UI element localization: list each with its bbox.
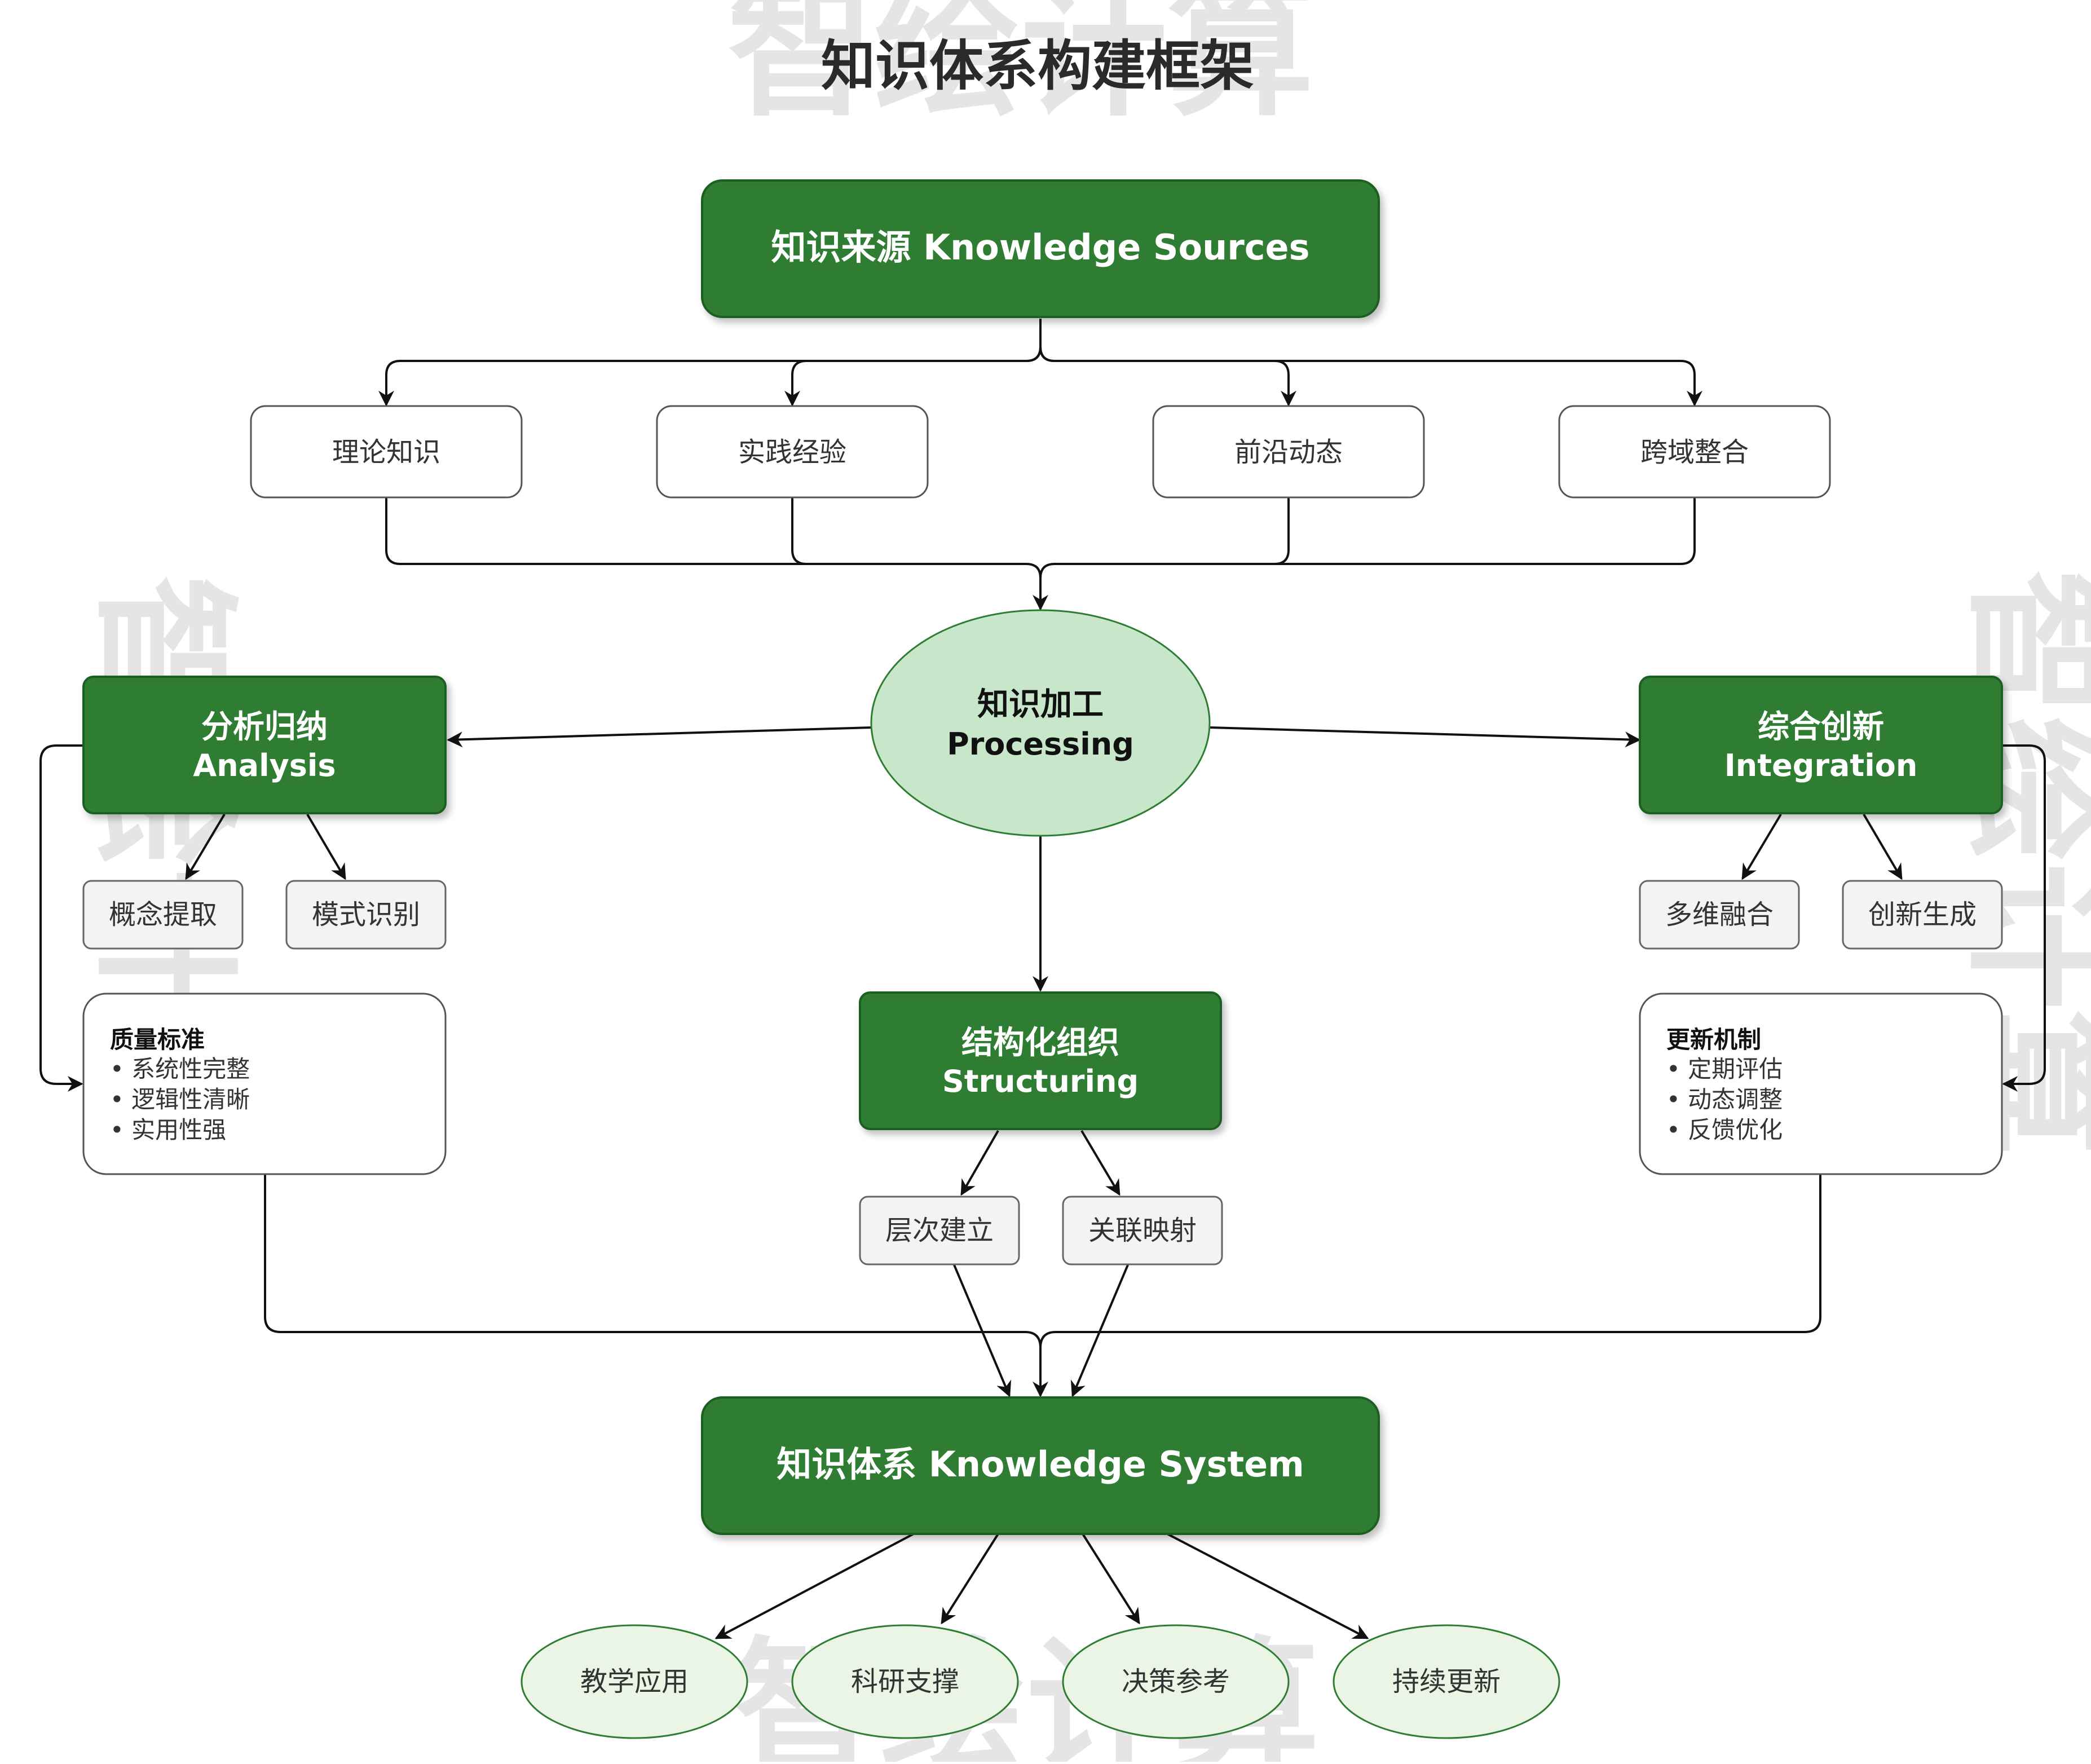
source-item-practice-box[interactable] <box>656 405 929 499</box>
processing-node[interactable]: 知识加工 Processing <box>870 609 1211 837</box>
analysis-pattern-box[interactable] <box>285 880 447 950</box>
structuring-hierarchy-box[interactable] <box>859 1196 1020 1265</box>
system-box[interactable] <box>701 1396 1380 1535</box>
source-item-crossdomain: 跨域整合 <box>1640 436 1749 468</box>
sources-title: 知识来源 Knowledge Sources <box>771 227 1309 268</box>
source-items: 理论知识 实践经验 前沿动态 跨域整合 <box>250 405 1831 499</box>
analysis-label-en: Analysis <box>193 748 336 783</box>
analysis-node[interactable]: 分析归纳 Analysis <box>82 676 447 814</box>
update-mechanism-item: • 反馈优化 <box>1666 1116 1783 1144</box>
connector-crossdomain-processing <box>1055 497 1696 565</box>
processing-label-cn: 知识加工 <box>977 686 1104 723</box>
integration-label-cn: 综合创新 <box>1758 709 1884 746</box>
quality-standards-item: • 实用性强 <box>110 1116 226 1144</box>
update-mechanism-node: 更新机制 • 定期评估 • 动态调整 • 反馈优化 <box>1639 993 2003 1175</box>
sources-node[interactable]: 知识来源 Knowledge Sources <box>701 179 1380 318</box>
quality-standards-box[interactable] <box>82 993 447 1175</box>
output-decision: 决策参考 <box>1122 1666 1230 1697</box>
system-node[interactable]: 知识体系 Knowledge System <box>701 1396 1380 1535</box>
structuring-box[interactable] <box>859 991 1222 1130</box>
quality-standards-item: • 逻辑性清晰 <box>110 1086 250 1113</box>
connector-system-decision <box>1082 1533 1140 1625</box>
connector-update-system <box>1039 1174 1821 1348</box>
connector-mapping-system <box>1070 1264 1129 1397</box>
structuring-label-cn: 结构化组织 <box>961 1025 1119 1061</box>
connector-structuring-mapping <box>1080 1130 1121 1196</box>
update-mechanism-box[interactable] <box>1639 993 2003 1175</box>
source-item-frontier: 前沿动态 <box>1234 436 1343 468</box>
connector-practice-processing <box>791 497 1026 565</box>
sources-box[interactable] <box>701 179 1380 318</box>
source-item-crossdomain-box[interactable] <box>1558 405 1831 499</box>
output-teaching-ellipse[interactable] <box>520 1624 748 1739</box>
update-mechanism-item: • 定期评估 <box>1666 1055 1783 1083</box>
source-item-practice: 实践经验 <box>738 436 846 468</box>
connector-integration-fusion <box>1741 813 1782 880</box>
output-decision-ellipse[interactable] <box>1062 1624 1290 1739</box>
system-outputs: 教学应用 科研支撑 决策参考 持续更新 <box>520 1624 1560 1739</box>
connector-integration-update <box>2002 744 2046 1092</box>
structuring-mapping-box[interactable] <box>1062 1196 1223 1265</box>
structuring-hierarchy: 层次建立 <box>885 1215 994 1246</box>
connector-processing-integration <box>1209 726 1641 748</box>
structuring-label-en: Structuring <box>942 1064 1139 1099</box>
connector-sources-crossdomain <box>1039 346 1702 407</box>
connector-sources-practice <box>784 346 1042 407</box>
connector-system-teaching <box>714 1533 914 1639</box>
connector-system-update <box>1167 1533 1369 1639</box>
output-research: 科研支撑 <box>851 1666 959 1697</box>
source-item-theory-box[interactable] <box>250 405 523 499</box>
update-mechanism-item: • 动态调整 <box>1666 1086 1783 1113</box>
analysis-box[interactable] <box>82 676 447 814</box>
connector-processing-analysis <box>447 726 873 748</box>
processing-ellipse[interactable] <box>870 609 1211 837</box>
connectors <box>39 319 2046 1639</box>
structuring-mapping: 关联映射 <box>1088 1215 1197 1246</box>
integration-box[interactable] <box>1639 676 2003 814</box>
quality-standards-title: 质量标准 <box>110 1026 205 1053</box>
connector-analysis-quality <box>39 744 83 1092</box>
source-item-frontier-box[interactable] <box>1152 405 1425 499</box>
update-mechanism-title: 更新机制 <box>1666 1026 1761 1053</box>
connector-structuring-hierarchy <box>960 1130 999 1196</box>
processing-label-en: Processing <box>947 726 1134 762</box>
source-item-theory: 理论知识 <box>332 436 440 468</box>
quality-standards-node: 质量标准 • 系统性完整 • 逻辑性清晰 • 实用性强 <box>82 993 447 1175</box>
analysis-concept: 概念提取 <box>109 899 217 930</box>
integration-generation: 创新生成 <box>1868 899 1977 930</box>
output-update: 持续更新 <box>1392 1666 1501 1697</box>
output-teaching: 教学应用 <box>580 1666 689 1697</box>
integration-fusion: 多维融合 <box>1665 899 1774 930</box>
connector-quality-system <box>264 1174 1048 1397</box>
connector-sources-frontier <box>1039 346 1296 407</box>
analysis-label-cn: 分析归纳 <box>201 709 328 746</box>
connector-hierarchy-system <box>953 1264 1012 1397</box>
connector-theory-processing <box>385 497 1048 611</box>
connector-analysis-concept <box>185 813 226 880</box>
integration-fusion-box[interactable] <box>1639 880 1800 950</box>
structuring-node[interactable]: 结构化组织 Structuring <box>859 991 1222 1130</box>
integration-label-en: Integration <box>1724 748 1918 783</box>
watermark-top: 智绘计算 <box>727 0 1314 136</box>
integration-node[interactable]: 综合创新 Integration <box>1639 676 2003 814</box>
quality-standards-item: • 系统性完整 <box>110 1055 250 1083</box>
analysis-pattern: 模式识别 <box>312 899 420 930</box>
connector-integration-generation <box>1863 813 1903 880</box>
connector-frontier-processing <box>1039 497 1290 579</box>
connector-system-research <box>941 1533 999 1625</box>
integration-generation-box[interactable] <box>1842 880 2003 950</box>
system-title: 知识体系 Knowledge System <box>777 1444 1304 1485</box>
output-research-ellipse[interactable] <box>791 1624 1019 1739</box>
analysis-concept-box[interactable] <box>82 880 244 950</box>
output-update-ellipse[interactable] <box>1333 1624 1560 1739</box>
connector-analysis-pattern <box>306 813 346 880</box>
page-title: 知识体系构建框架 <box>821 34 1254 98</box>
